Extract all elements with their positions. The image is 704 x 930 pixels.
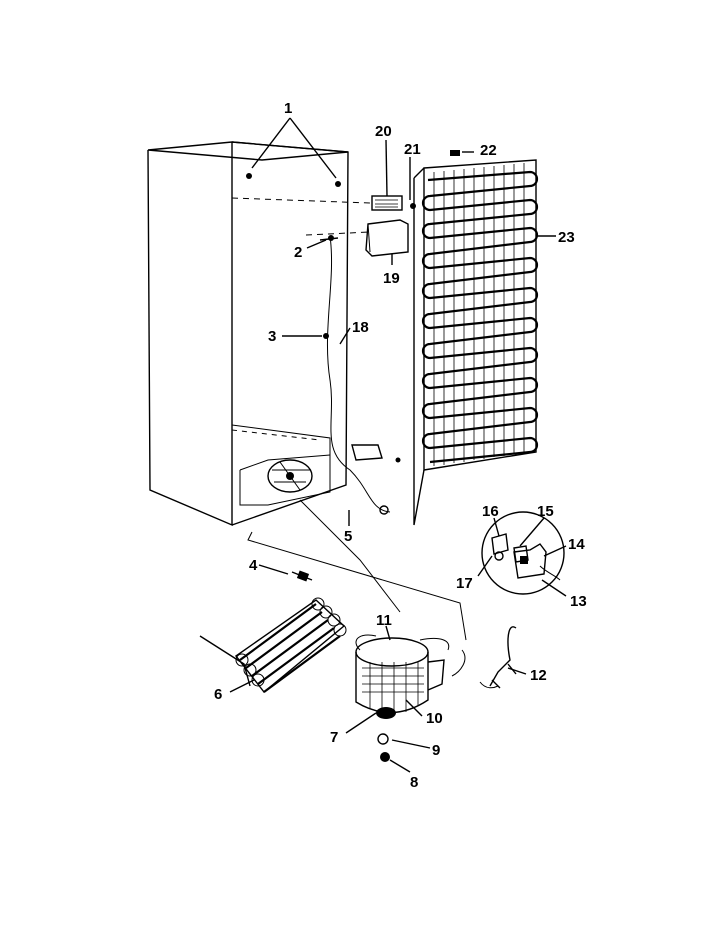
callout-20: 20 [375,123,392,140]
callout-3: 3 [268,328,276,345]
part-13-wire [539,565,561,581]
callout-13: 13 [570,593,587,610]
callout-2: 2 [294,244,302,261]
part-21-screw [410,203,416,209]
relay-detail [481,511,565,595]
part-3-clip [323,333,329,339]
part-9-washer [377,733,389,745]
callout-18: 18 [352,319,369,336]
callout-16: 16 [482,503,499,520]
leader-guides [247,499,467,641]
callout-12: 12 [530,667,547,684]
part-4-bolt [291,570,313,582]
part-6-drain-coil [199,597,347,693]
refrigerator-cabinet [147,141,349,527]
part-19-cover [365,219,409,257]
part-14-relay [513,543,547,579]
part-12-drier [451,626,517,689]
part-5-fitting [379,505,389,515]
leader-lines [229,117,567,773]
part-22-clip [450,150,460,156]
callout-10: 10 [426,710,443,727]
callout-21: 21 [404,141,421,158]
callout-5: 5 [344,528,352,545]
callout-22: 22 [480,142,497,159]
callout-9: 9 [432,742,440,759]
callout-11: 11 [376,612,392,629]
callout-4: 4 [249,557,258,574]
part-11-compressor [355,634,450,714]
callout-15: 15 [537,503,554,520]
callout-17: 17 [456,575,473,592]
part-20-bracket [371,195,403,211]
callout-14: 14 [568,536,585,553]
condenser-coil [413,159,539,526]
part-8-nut [380,752,390,762]
callout-labels: 1 2 3 4 5 6 7 8 9 10 11 12 13 14 15 16 1… [214,100,587,791]
callout-7: 7 [330,729,338,746]
part-7-grommet [376,707,396,719]
callout-8: 8 [410,774,418,791]
mounted-compressor [267,459,313,493]
callout-19: 19 [383,270,400,287]
callout-1: 1 [284,100,292,117]
callout-6: 6 [214,686,222,703]
callout-23: 23 [558,229,575,246]
tube-bracket [351,444,401,463]
part-16-overload [491,533,509,555]
alignment-lines [231,197,371,441]
tubing-18 [326,235,391,513]
